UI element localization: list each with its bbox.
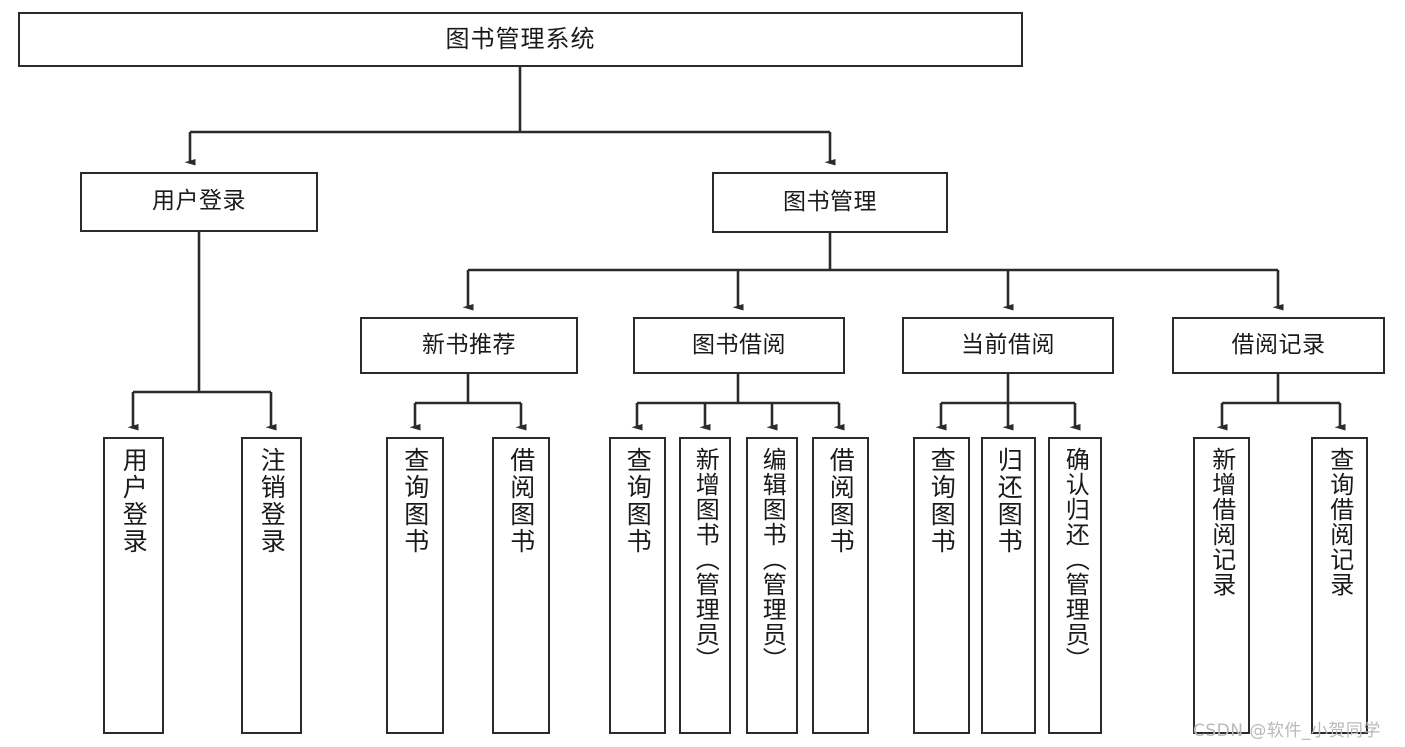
leaf-borrow-book-rec[interactable]: 借阅图书 (492, 437, 550, 734)
node-label: 图书管理 (783, 188, 877, 215)
node-book-borrow[interactable]: 图书借阅 (633, 317, 845, 374)
node-book-manage[interactable]: 图书管理 (712, 172, 948, 233)
node-label: 借阅图书 (506, 447, 536, 555)
node-label: 查询图书 (927, 447, 957, 555)
leaf-edit-book-admin[interactable]: 编辑图书（管理员） (746, 437, 798, 734)
leaf-return-book[interactable]: 归还图书 (981, 437, 1036, 734)
node-label: 查询借阅记录 (1325, 447, 1354, 597)
node-label: 查询图书 (400, 447, 430, 555)
leaf-query-book-current[interactable]: 查询图书 (913, 437, 970, 734)
node-label: 当前借阅 (961, 331, 1055, 358)
node-label: 注销登录 (257, 447, 287, 555)
node-root-system[interactable]: 图书管理系统 (18, 12, 1023, 67)
node-borrow-record[interactable]: 借阅记录 (1172, 317, 1385, 374)
node-label: 图书管理系统 (445, 25, 596, 54)
leaf-logout-login[interactable]: 注销登录 (241, 437, 302, 734)
node-label: 用户登录 (119, 447, 149, 555)
node-user-login[interactable]: 用户登录 (80, 172, 318, 232)
node-label: 借阅记录 (1231, 331, 1326, 358)
node-label: 编辑图书（管理员） (758, 447, 787, 672)
node-label: 确认归还（管理员） (1061, 447, 1090, 672)
node-label: 查询图书 (623, 447, 653, 555)
leaf-query-book-rec[interactable]: 查询图书 (386, 437, 444, 734)
leaf-user-login[interactable]: 用户登录 (103, 437, 164, 734)
node-label: 用户登录 (152, 188, 246, 215)
node-label: 新增图书（管理员） (691, 447, 720, 672)
leaf-query-book-borrow[interactable]: 查询图书 (609, 437, 666, 734)
node-label: 新书推荐 (422, 331, 516, 358)
leaf-confirm-return-admin[interactable]: 确认归还（管理员） (1048, 437, 1102, 734)
leaf-add-borrow-record[interactable]: 新增借阅记录 (1193, 437, 1250, 734)
leaf-query-borrow-record[interactable]: 查询借阅记录 (1311, 437, 1368, 734)
node-new-book-recommend[interactable]: 新书推荐 (360, 317, 578, 374)
node-label: 归还图书 (994, 447, 1024, 555)
node-current-borrow[interactable]: 当前借阅 (902, 317, 1114, 374)
node-label: 借阅图书 (826, 447, 856, 555)
leaf-add-book-admin[interactable]: 新增图书（管理员） (679, 437, 731, 734)
node-label: 新增借阅记录 (1207, 447, 1236, 597)
leaf-borrow-book-borrow[interactable]: 借阅图书 (812, 437, 869, 734)
node-label: 图书借阅 (692, 331, 786, 358)
csdn-watermark: CSDN @软件_小贺同学 (1193, 721, 1381, 741)
